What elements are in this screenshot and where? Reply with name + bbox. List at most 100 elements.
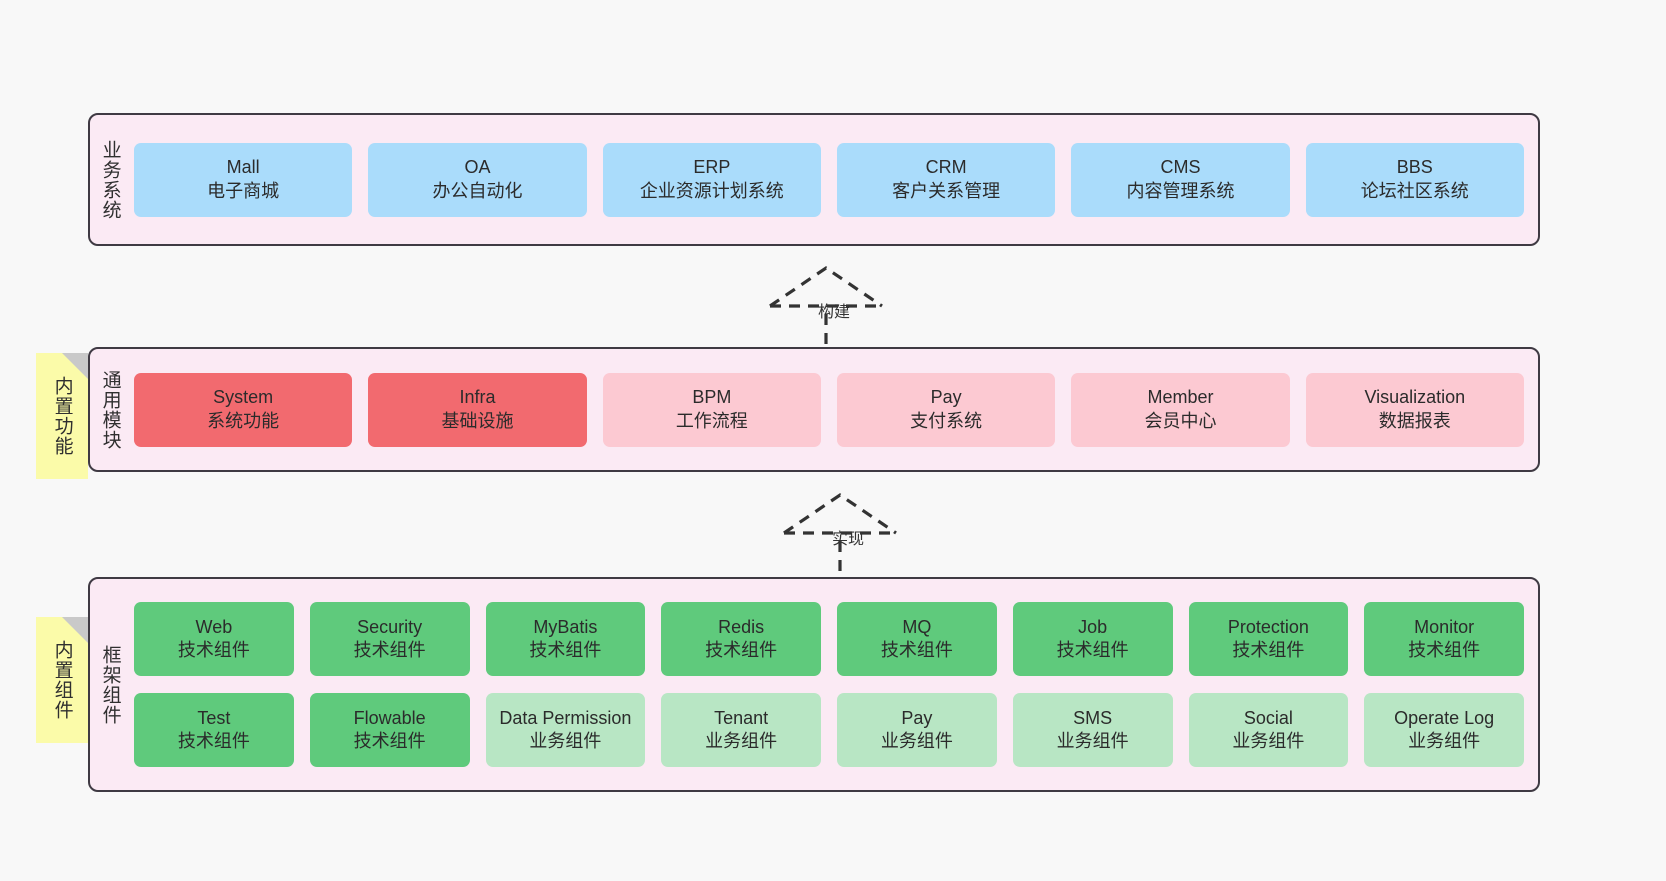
- sticky-note-label: 内置组件: [51, 640, 73, 720]
- layer-common-modules: 通用模块 System 系统功能 Infra 基础设施 BPM 工作流程 Pay…: [88, 347, 1540, 472]
- box-mq[interactable]: MQ 技术组件: [837, 602, 997, 676]
- box-subtitle: 技术组件: [1056, 640, 1129, 660]
- box-protection[interactable]: Protection 技术组件: [1188, 602, 1349, 676]
- box-system[interactable]: System 系统功能: [134, 372, 353, 447]
- box-mybatis[interactable]: MyBatis 技术组件: [485, 602, 646, 676]
- box-title: Tenant: [714, 707, 769, 728]
- box-title: Mall: [226, 157, 260, 178]
- box-visualization[interactable]: Visualization 数据报表: [1305, 372, 1524, 447]
- box-title: Test: [197, 707, 231, 728]
- row-framework-2: Test 技术组件 Flowable 技术组件 Data Permission …: [134, 693, 1524, 767]
- box-title: Monitor: [1414, 616, 1475, 637]
- box-job[interactable]: Job 技术组件: [1012, 602, 1173, 676]
- box-crm[interactable]: CRM 客户关系管理: [836, 142, 1056, 217]
- box-operate-log[interactable]: Operate Log 业务组件: [1364, 693, 1524, 767]
- box-subtitle: 业务组件: [880, 731, 953, 751]
- box-subtitle: 技术组件: [705, 640, 778, 660]
- row-common-1: System 系统功能 Infra 基础设施 BPM 工作流程 Pay 支付系统…: [134, 372, 1524, 447]
- layer-business-systems: 业务系统 Mall 电子商城 OA 办公自动化 ERP 企业资源计划系统 CRM…: [88, 113, 1540, 246]
- box-subtitle: 业务组件: [1408, 731, 1481, 751]
- box-subtitle: 技术组件: [353, 731, 426, 751]
- box-subtitle: 业务组件: [1056, 731, 1129, 751]
- box-mall[interactable]: Mall 电子商城: [134, 142, 353, 217]
- box-title: Social: [1243, 707, 1293, 728]
- box-subtitle: 基础设施: [441, 410, 514, 431]
- box-title: Pay: [930, 387, 962, 408]
- box-security[interactable]: Security 技术组件: [309, 602, 470, 676]
- box-subtitle: 工作流程: [675, 410, 748, 431]
- box-member[interactable]: Member 会员中心: [1071, 372, 1290, 447]
- connector-implement-label: 实现: [832, 531, 865, 548]
- box-title: Member: [1147, 387, 1214, 408]
- layer-label-framework: 框架组件: [99, 644, 121, 725]
- box-tenant[interactable]: Tenant 业务组件: [661, 693, 821, 767]
- connector-implement: 实现: [770, 489, 920, 577]
- box-pay-component[interactable]: Pay 业务组件: [837, 693, 997, 767]
- box-subtitle: 技术组件: [529, 640, 602, 660]
- box-title: OA: [464, 157, 491, 178]
- box-web[interactable]: Web 技术组件: [134, 602, 294, 676]
- box-infra[interactable]: Infra 基础设施: [368, 372, 587, 447]
- box-subtitle: 数据报表: [1378, 410, 1451, 431]
- box-title: Data Permission: [499, 707, 632, 728]
- box-subtitle: 论坛社区系统: [1360, 180, 1469, 201]
- layer-body-common: System 系统功能 Infra 基础设施 BPM 工作流程 Pay 支付系统…: [130, 349, 1538, 470]
- box-title: Pay: [901, 707, 933, 728]
- box-title: System: [213, 387, 274, 408]
- box-title: MyBatis: [533, 616, 598, 637]
- layer-body-business: Mall 电子商城 OA 办公自动化 ERP 企业资源计划系统 CRM 客户关系…: [130, 115, 1538, 244]
- box-title: Job: [1078, 616, 1108, 637]
- box-subtitle: 支付系统: [910, 410, 983, 431]
- box-oa[interactable]: OA 办公自动化: [368, 142, 587, 217]
- box-subtitle: 业务组件: [1232, 731, 1305, 751]
- box-monitor[interactable]: Monitor 技术组件: [1364, 602, 1524, 676]
- box-data-permission[interactable]: Data Permission 业务组件: [485, 693, 646, 767]
- box-bpm[interactable]: BPM 工作流程: [602, 372, 821, 447]
- box-subtitle: 技术组件: [880, 640, 953, 660]
- box-title: Visualization: [1364, 387, 1466, 408]
- box-cms[interactable]: CMS 内容管理系统: [1071, 142, 1290, 217]
- box-subtitle: 内容管理系统: [1126, 180, 1235, 201]
- box-erp[interactable]: ERP 企业资源计划系统: [602, 142, 821, 217]
- box-title: SMS: [1073, 707, 1113, 728]
- folded-corner-icon: [62, 353, 88, 379]
- sticky-note-label: 内置功能: [51, 376, 73, 456]
- box-title: CRM: [925, 157, 967, 178]
- box-title: Protection: [1227, 616, 1309, 637]
- box-subtitle: 办公自动化: [432, 180, 523, 201]
- layer-body-framework: Web 技术组件 Security 技术组件 MyBatis 技术组件 Redi…: [130, 579, 1538, 790]
- sticky-note-builtin-features: 内置功能: [36, 353, 88, 479]
- box-subtitle: 系统功能: [207, 410, 280, 431]
- box-redis[interactable]: Redis 技术组件: [661, 602, 821, 676]
- box-flowable[interactable]: Flowable 技术组件: [309, 693, 470, 767]
- box-test[interactable]: Test 技术组件: [134, 693, 294, 767]
- box-subtitle: 企业资源计划系统: [639, 180, 784, 201]
- layer-framework-components: 框架组件 Web 技术组件 Security 技术组件 MyBatis 技术组件…: [88, 577, 1540, 792]
- box-sms[interactable]: SMS 业务组件: [1012, 693, 1173, 767]
- box-title: Infra: [459, 387, 496, 408]
- box-subtitle: 技术组件: [177, 731, 250, 751]
- box-title: Security: [357, 616, 423, 637]
- box-subtitle: 客户关系管理: [892, 180, 1001, 201]
- box-title: Flowable: [353, 707, 426, 728]
- box-title: MQ: [902, 616, 932, 637]
- folded-corner-icon: [62, 617, 88, 643]
- box-subtitle: 技术组件: [1408, 640, 1481, 660]
- layer-label-business: 业务系统: [99, 139, 121, 220]
- box-pay-module[interactable]: Pay 支付系统: [836, 372, 1056, 447]
- box-bbs[interactable]: BBS 论坛社区系统: [1305, 142, 1524, 217]
- box-subtitle: 业务组件: [705, 731, 778, 751]
- layer-label-common: 通用模块: [99, 369, 121, 450]
- box-social[interactable]: Social 业务组件: [1188, 693, 1349, 767]
- box-title: Operate Log: [1394, 707, 1495, 728]
- box-title: Redis: [718, 616, 765, 637]
- box-subtitle: 技术组件: [353, 640, 426, 660]
- box-title: BBS: [1396, 157, 1433, 178]
- row-framework-1: Web 技术组件 Security 技术组件 MyBatis 技术组件 Redi…: [134, 602, 1524, 676]
- sticky-note-builtin-components: 内置组件: [36, 617, 88, 743]
- box-subtitle: 业务组件: [529, 731, 602, 751]
- connector-arrowhead: [769, 266, 883, 308]
- connector-build: 构建: [756, 262, 906, 350]
- row-business-1: Mall 电子商城 OA 办公自动化 ERP 企业资源计划系统 CRM 客户关系…: [134, 142, 1524, 217]
- box-title: CMS: [1160, 157, 1201, 178]
